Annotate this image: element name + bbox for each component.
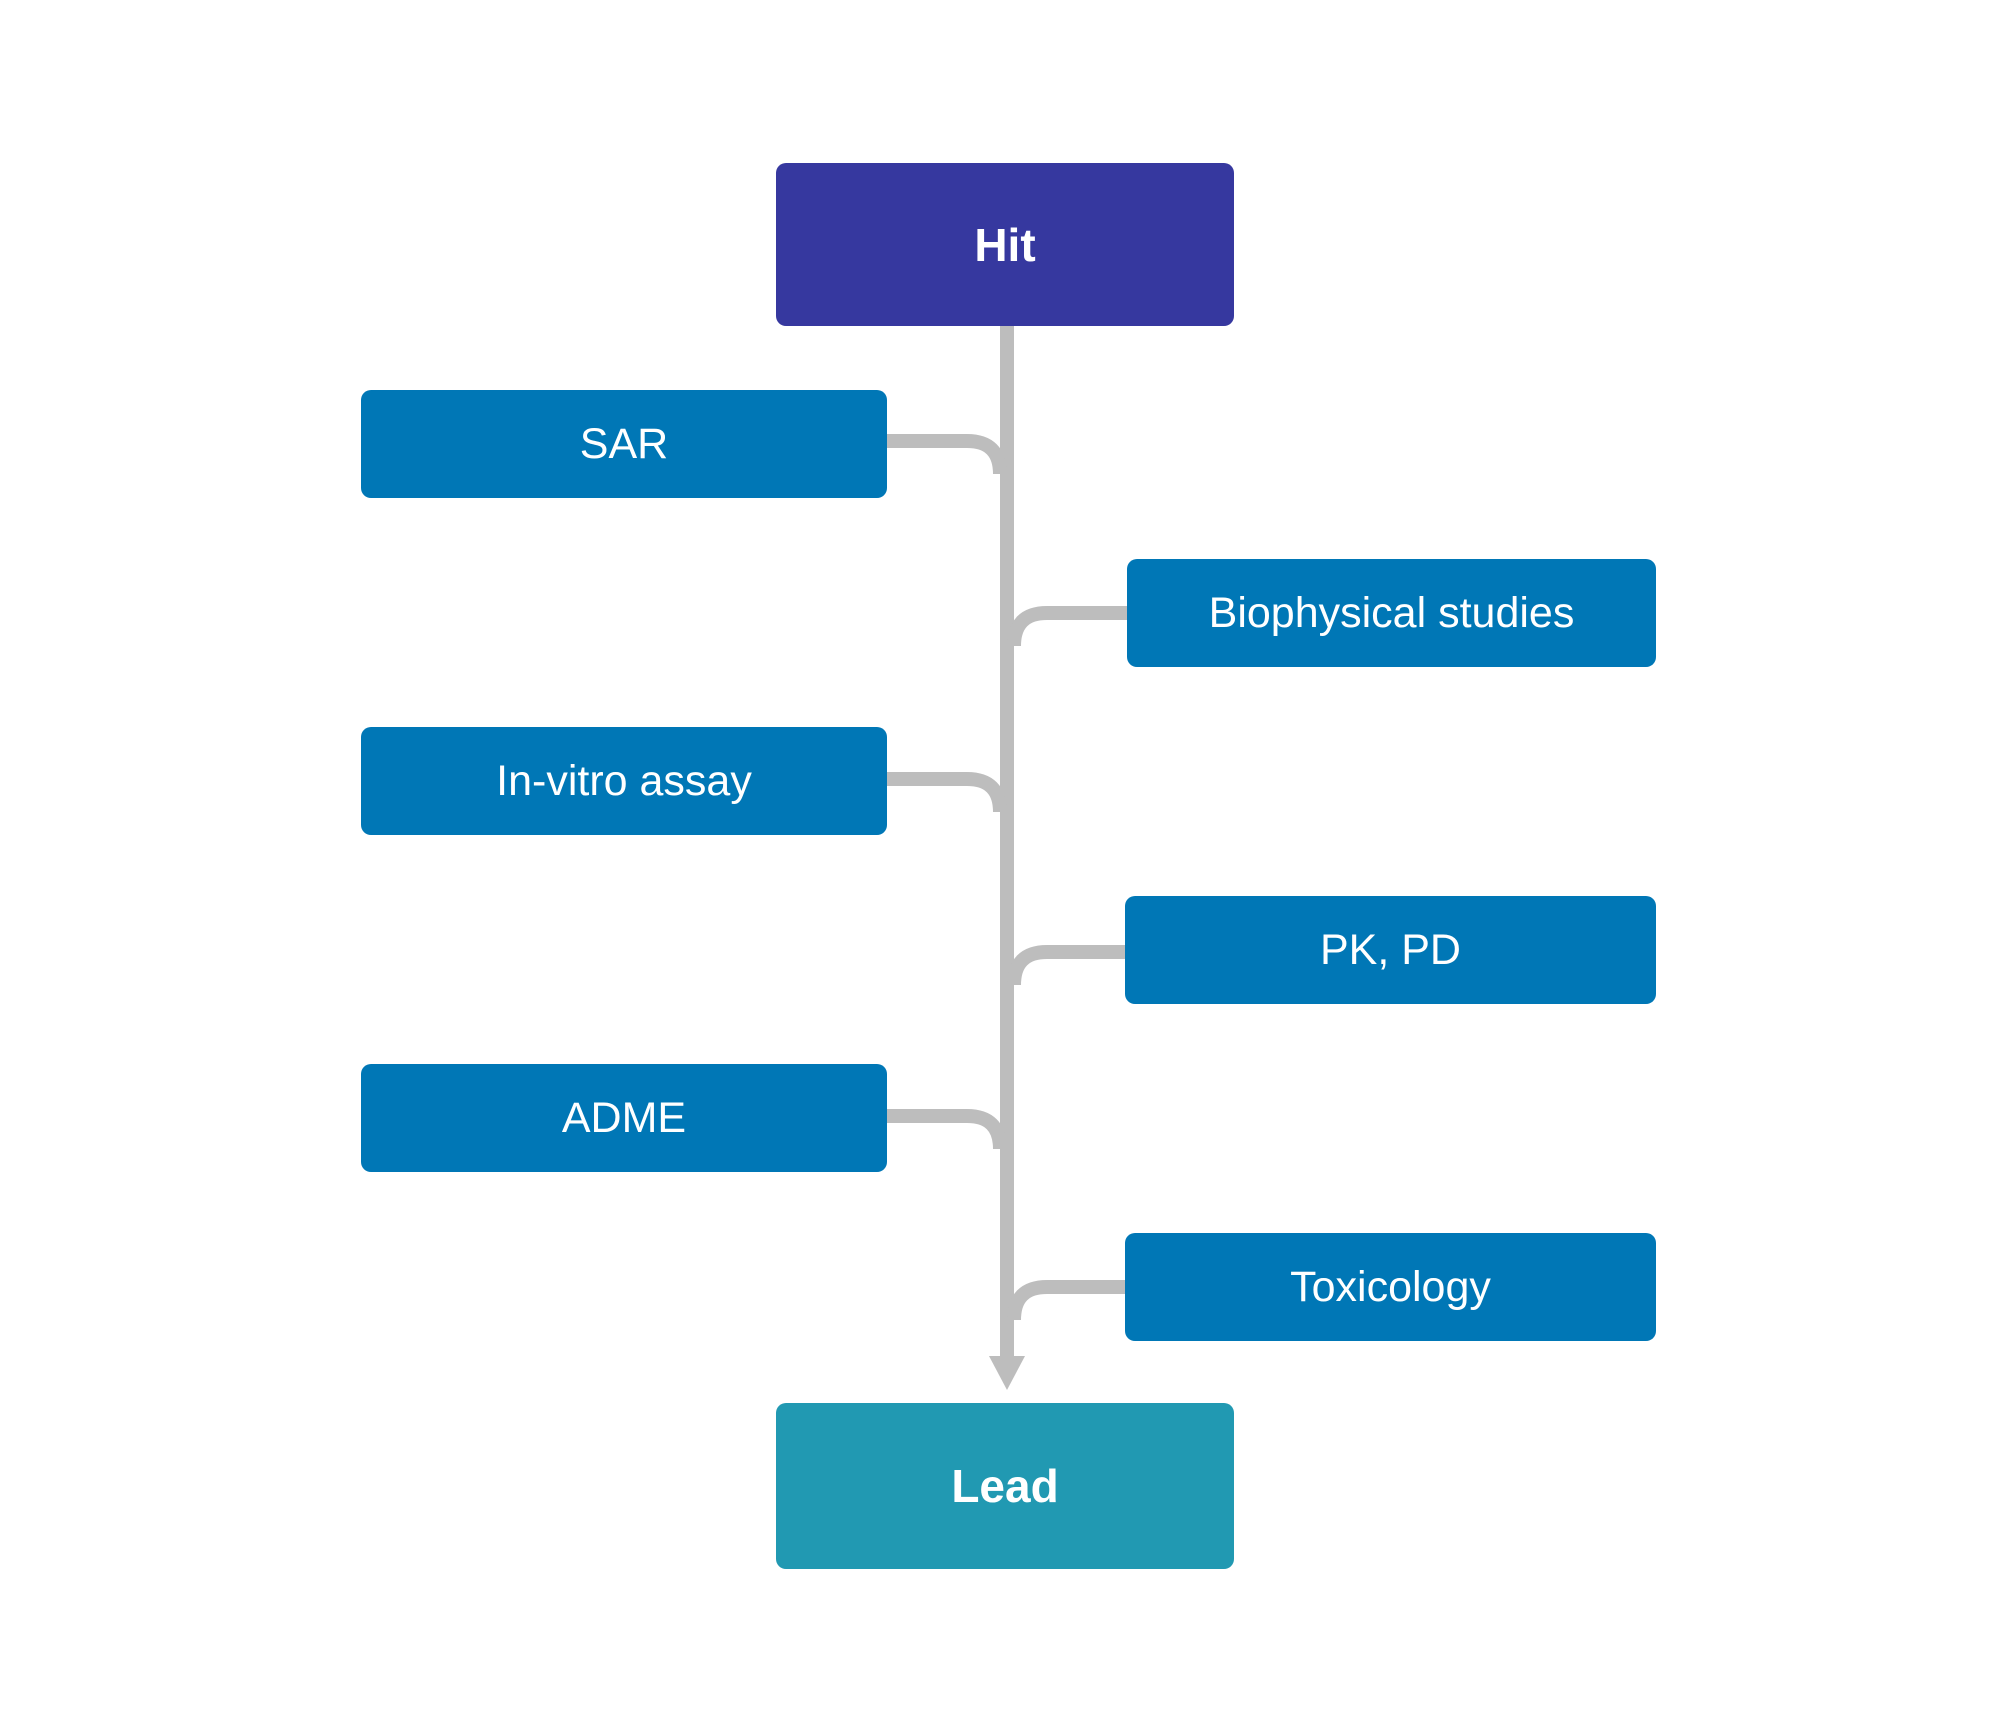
biophysical-connector xyxy=(1007,606,1127,647)
adme-node: ADME xyxy=(361,1064,887,1172)
lead-node: Lead xyxy=(776,1403,1234,1569)
adme-connector xyxy=(887,1109,1007,1150)
hit-node: Hit xyxy=(776,163,1234,326)
pk-pd-node: PK, PD xyxy=(1125,896,1656,1004)
in-vitro-assay-node: In-vitro assay xyxy=(361,727,887,835)
invitro-connector xyxy=(887,772,1007,813)
toxicology-node: Toxicology xyxy=(1125,1233,1656,1341)
sar-node: SAR xyxy=(361,390,887,498)
toxicology-connector xyxy=(1007,1280,1125,1321)
sar-connector xyxy=(887,434,1007,475)
pkpd-connector xyxy=(1007,945,1125,986)
arrow-head xyxy=(989,1356,1025,1390)
biophysical-studies-node: Biophysical studies xyxy=(1127,559,1656,667)
